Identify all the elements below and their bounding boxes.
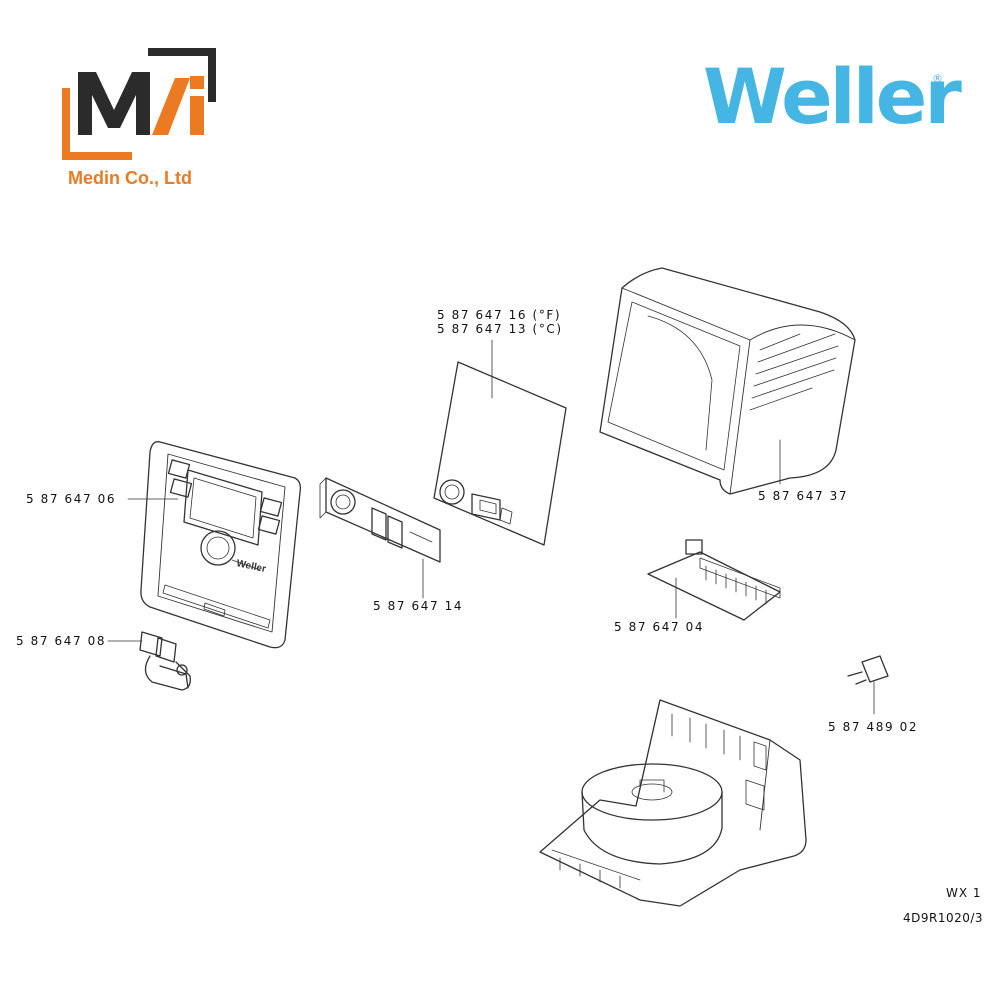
- base-transformer-drawing: [539, 699, 807, 907]
- connector-plate-drawing: [319, 477, 441, 563]
- label-control-board-f: 5 87 647 16 (°F): [437, 308, 562, 322]
- medin-logo-icon: [62, 48, 216, 160]
- front-panel-drawing: [140, 441, 302, 649]
- label-control-board-c: 5 87 647 13 (°C): [437, 322, 563, 336]
- label-plug-connector: 5 87 489 02: [828, 720, 919, 734]
- front-keys-drawing: [139, 631, 191, 691]
- label-housing-cover: 5 87 647 37: [758, 489, 849, 503]
- document-reference: 4D9R1020/3: [903, 911, 984, 925]
- brand-logo: Weller: [703, 52, 962, 141]
- company-name: Medin Co., Ltd: [68, 168, 192, 188]
- model-number: WX 1: [946, 886, 982, 900]
- power-board-drawing: [647, 539, 781, 621]
- control-board-drawing: [433, 361, 567, 546]
- housing-cover-drawing: [599, 267, 856, 495]
- registered-mark: ®: [932, 72, 943, 85]
- label-front-keys: 5 87 647 08: [16, 634, 107, 648]
- svg-text:Weller: Weller: [235, 558, 267, 575]
- plug-connector-drawing: [847, 655, 889, 685]
- label-front-panel: 5 87 647 06: [26, 492, 117, 506]
- label-connector-plate: 5 87 647 14: [373, 599, 464, 613]
- label-power-board: 5 87 647 04: [614, 620, 705, 634]
